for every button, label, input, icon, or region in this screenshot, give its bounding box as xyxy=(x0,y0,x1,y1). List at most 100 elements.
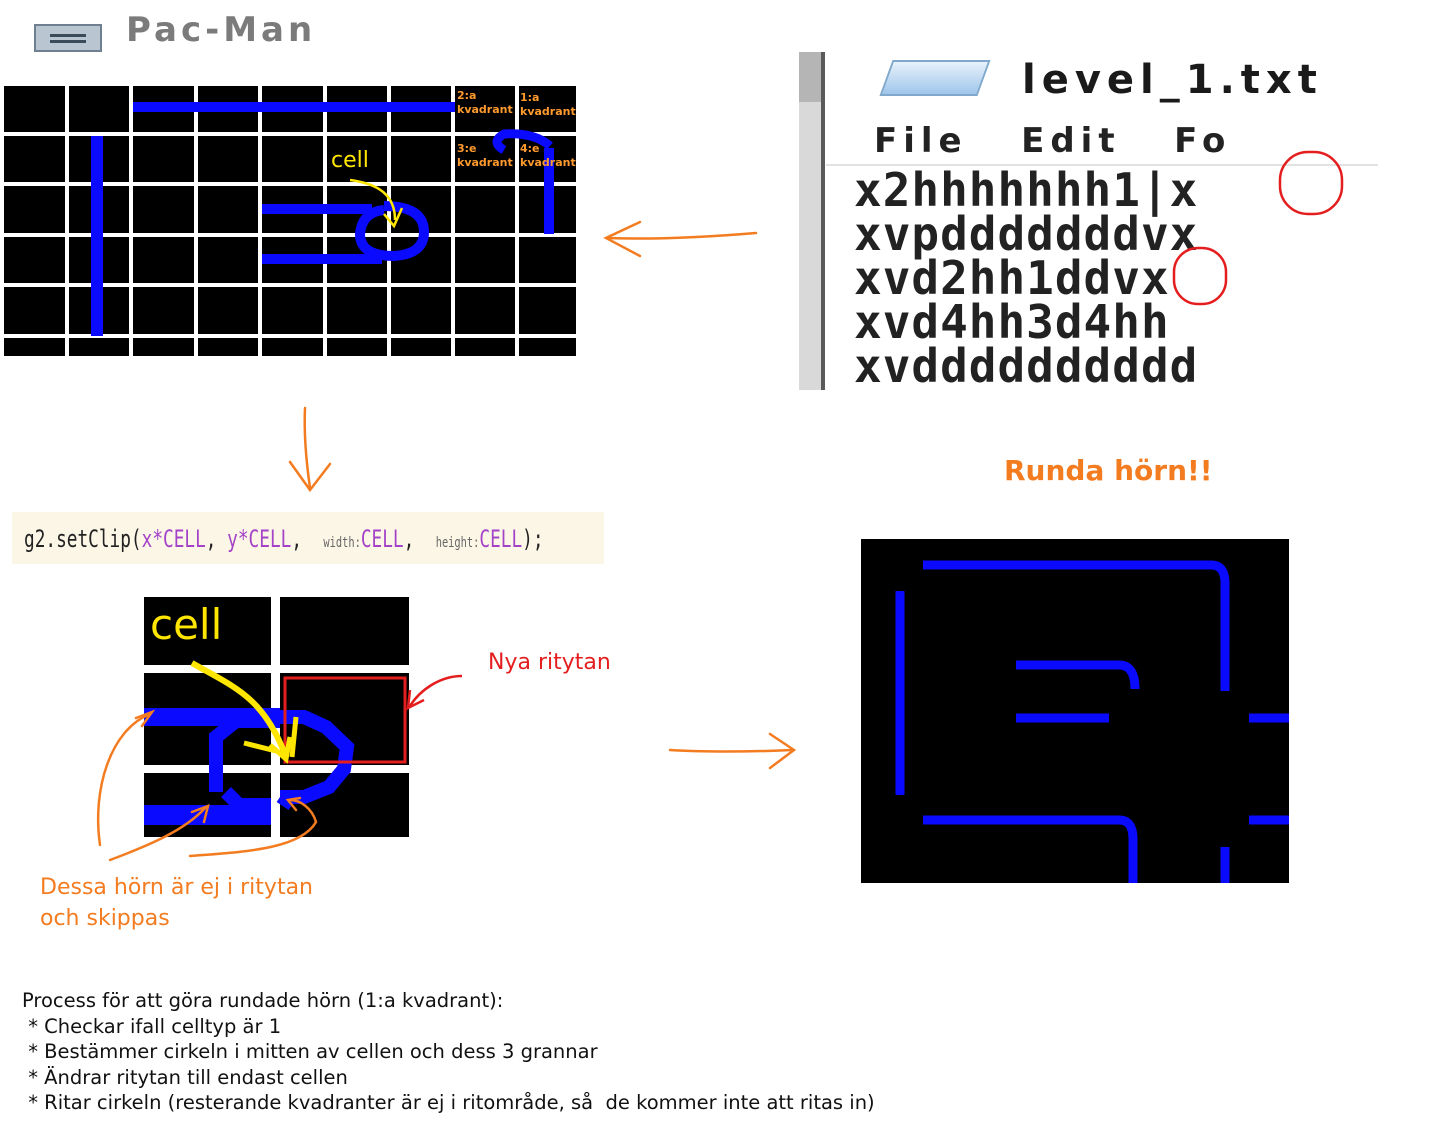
zoom-wall xyxy=(209,714,280,792)
rounded-corners-result xyxy=(861,539,1289,883)
grid-cell xyxy=(198,237,258,283)
arrow-corner-1 xyxy=(96,712,152,847)
grid-cell xyxy=(519,338,576,356)
grid-cell xyxy=(133,237,194,283)
code-snippet-box xyxy=(12,512,604,564)
process-title: Process för att göra rundade hörn (1:a k… xyxy=(22,989,504,1012)
cell-arrow-head xyxy=(243,740,277,754)
grid-cell xyxy=(133,186,194,233)
grid-wall xyxy=(492,129,553,154)
window-title: Pac-Man xyxy=(126,10,317,46)
process-step: * Bestämmer cirkeln i mitten av cellen o… xyxy=(22,1040,598,1063)
grid-wall xyxy=(262,204,372,214)
grid-cell xyxy=(262,287,323,334)
scrollbar-thumb[interactable] xyxy=(799,52,821,102)
grid-cell xyxy=(133,287,194,334)
grid-cell xyxy=(4,287,65,334)
zoomed-cells: cell xyxy=(144,597,409,837)
process-step: * Ändrar ritytan till endast cellen xyxy=(22,1065,348,1089)
grid-cell xyxy=(133,136,194,182)
grid-cell xyxy=(198,186,258,233)
process-description: Process för att göra rundade hörn (1:a k… xyxy=(22,988,875,1116)
zoom-cell-label: cell xyxy=(150,600,223,649)
grid-cell xyxy=(519,287,576,334)
arrow-zoom-to-result xyxy=(668,748,794,753)
window-icon xyxy=(34,24,102,52)
grid-walls xyxy=(4,86,576,356)
grid-cell xyxy=(519,237,576,283)
result-heading: Runda hörn!! xyxy=(1004,454,1213,487)
grid-wall xyxy=(133,102,455,112)
grid-cell xyxy=(455,186,515,233)
grid-wall xyxy=(91,136,103,336)
result-wall xyxy=(1016,660,1140,690)
new-area-label: Nya ritytan xyxy=(488,650,611,675)
grid-cell xyxy=(69,338,129,356)
grid-cell xyxy=(455,86,515,132)
arrow-new-area xyxy=(408,674,463,707)
notepad-text[interactable]: x2hhhhhhh1|x xvpdddddddvx xvd2hh1ddvx xv… xyxy=(854,168,1378,388)
grid-cell xyxy=(262,136,323,182)
arrow-head xyxy=(288,460,332,493)
grid-cell xyxy=(327,136,387,182)
text-line: xvdddddddddd xyxy=(854,339,1199,388)
notepad-scrollbar[interactable] xyxy=(799,52,825,390)
arrow-head xyxy=(603,220,642,258)
grid-cell xyxy=(4,186,65,233)
grid-cell xyxy=(133,338,194,356)
result-wall xyxy=(923,815,1138,883)
arrow-grid-to-code xyxy=(303,406,312,490)
grid-cell-label: cell xyxy=(331,148,369,173)
grid-cell xyxy=(519,86,576,132)
arrow-head xyxy=(768,732,797,770)
grid-cell xyxy=(391,338,451,356)
text-line: xvd4hh3d4hh xyxy=(854,295,1170,349)
zoom-wall xyxy=(276,792,296,810)
text-line: xvpdddddddvx xyxy=(854,207,1199,261)
notepad-icon xyxy=(879,60,991,96)
menu-file[interactable]: File xyxy=(874,121,968,161)
grid-cell xyxy=(327,338,387,356)
grid-cell xyxy=(455,287,515,334)
zoom-circle xyxy=(280,710,355,804)
grid-wall xyxy=(262,254,382,264)
result-wall xyxy=(923,560,1230,691)
notepad-title: level_1.txt xyxy=(1022,57,1323,103)
grid-cell xyxy=(198,136,258,182)
text-line: x2hhhhhhh1|x xyxy=(854,168,1199,217)
grid-cell xyxy=(391,287,451,334)
arrow-head xyxy=(406,689,425,711)
grid-cell xyxy=(455,338,515,356)
arrow-notepad-to-grid xyxy=(606,231,758,240)
grid-cell xyxy=(327,287,387,334)
menu-edit[interactable]: Edit xyxy=(1021,121,1121,161)
process-step: * Ritar cirkeln (resterande kvadranter ä… xyxy=(22,1091,875,1114)
grid-cell xyxy=(4,237,65,283)
grid-cell xyxy=(391,136,451,182)
code-snippet: g2.setClip(x*CELL, y*CELL, width:CELL, h… xyxy=(24,525,544,553)
result-walls xyxy=(895,560,1289,883)
menu-format[interactable]: Fo xyxy=(1174,121,1232,161)
process-step: * Checkar ifall celltyp är 1 xyxy=(22,1014,282,1038)
grid-cell xyxy=(69,86,129,132)
grid-cell xyxy=(262,338,323,356)
notepad-menu: File Edit Fo xyxy=(874,116,1231,166)
zoom-cell xyxy=(144,597,271,665)
grid-cell xyxy=(198,287,258,334)
grid-wall xyxy=(544,148,554,234)
grid-cell xyxy=(455,136,515,182)
cell-arrow xyxy=(190,660,289,759)
grid-cell xyxy=(4,338,65,356)
text-line: xvd2hh1ddvx xyxy=(854,251,1170,305)
menu-separator xyxy=(826,164,1378,166)
grid-cell xyxy=(198,338,258,356)
grid-cell xyxy=(455,237,515,283)
zoom-cell xyxy=(280,597,409,665)
new-draw-area xyxy=(283,676,407,764)
